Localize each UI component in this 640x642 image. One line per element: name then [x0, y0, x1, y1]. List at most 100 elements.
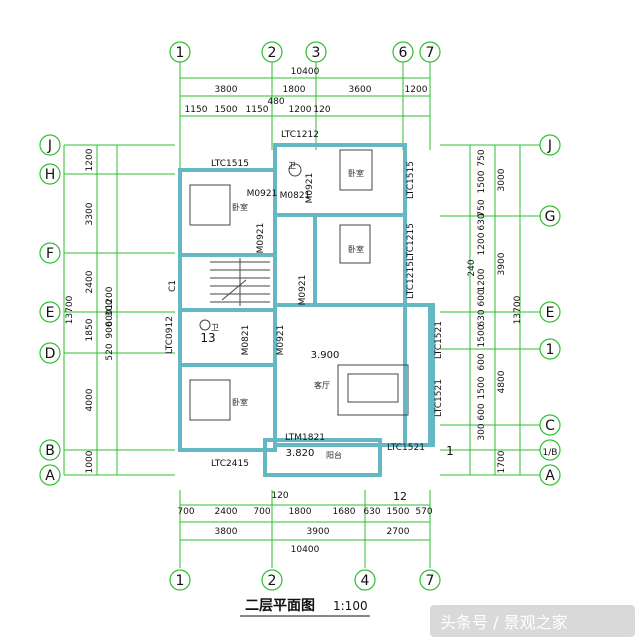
dim-right-total: 13700	[513, 295, 523, 324]
dim-top-row2: 480	[267, 97, 284, 107]
svg-text:A: A	[45, 468, 55, 484]
dim-top-row1: 1800	[283, 85, 306, 95]
watermark-text: 头条号 / 景观之家	[440, 613, 568, 632]
axis-left-E: E	[39, 301, 61, 323]
furniture	[189, 149, 409, 421]
window-label: LTC0912	[165, 316, 175, 354]
dim-right-mid: 3000	[497, 168, 507, 191]
dim-right-mid: 3900	[497, 252, 507, 275]
svg-text:H: H	[45, 167, 56, 183]
door-label: M0821	[280, 191, 311, 201]
svg-text:G: G	[545, 209, 556, 225]
window-label: LTC1212	[281, 130, 319, 140]
axis-top-6: 6	[392, 41, 414, 63]
svg-text:6: 6	[399, 45, 408, 61]
dim-bottom-row1: 700	[253, 507, 270, 517]
svg-text:4: 4	[361, 573, 370, 589]
door-label: M0921	[247, 189, 278, 199]
dim-bottom-total: 10400	[291, 545, 320, 555]
title-scale: 1:100	[333, 599, 368, 613]
dim-right-inner: 600	[477, 353, 487, 370]
svg-text:3: 3	[312, 45, 321, 61]
dim-top-row1: 3600	[349, 85, 372, 95]
marker-label: 1	[446, 444, 454, 458]
dim-left: 900	[105, 321, 115, 338]
dim-left: 520	[105, 343, 115, 360]
axis-left-A: A	[39, 464, 61, 486]
door-label: M0921	[276, 325, 286, 356]
room-label: 阳台	[326, 450, 342, 460]
dim-left: 600	[105, 309, 115, 326]
axis-top-2: 2	[261, 41, 283, 63]
door-label: M0921	[256, 223, 266, 254]
axis-bottom-2: 2	[261, 569, 283, 591]
axis-top-3: 3	[305, 41, 327, 63]
door-label: M0921	[305, 173, 315, 204]
svg-text:7: 7	[426, 573, 435, 589]
window-label: LTC1215	[406, 223, 416, 261]
axis-left-F: F	[39, 242, 61, 264]
axis-left-D: D	[39, 342, 61, 364]
door-label: M0921	[298, 275, 308, 306]
window-label: LTC1521	[434, 379, 444, 417]
watermark: 头条号 / 景观之家	[430, 605, 635, 637]
dim-top-row2: 1200	[289, 105, 312, 115]
axis-right-5: 1/B	[539, 439, 561, 461]
svg-text:E: E	[546, 305, 555, 321]
dim-left: 3300	[85, 202, 95, 225]
window-label: LTC1521	[434, 321, 444, 359]
window-label: LTC1521	[387, 443, 425, 453]
dim-top-row2: 120	[313, 105, 330, 115]
room-label: 卧室	[232, 397, 248, 407]
axis-left-J: J	[39, 134, 61, 156]
svg-text:B: B	[45, 443, 55, 459]
svg-text:1: 1	[176, 45, 185, 61]
dim-left: 1200	[85, 148, 95, 171]
room-label: 客厅	[314, 380, 330, 390]
svg-text:A: A	[545, 468, 555, 484]
svg-text:1: 1	[546, 342, 555, 358]
dim-left: 2400	[85, 270, 95, 293]
dim-bottom-row1: 2400	[215, 507, 238, 517]
dim-right-inner: 750	[477, 199, 487, 216]
dim-top-row2: 1150	[185, 105, 208, 115]
dim-bottom-row2: 3800	[215, 527, 238, 537]
dim-right-inner: 1500	[477, 170, 487, 193]
dim-right-inner: 1200	[477, 268, 487, 291]
dim-right-mid: 4800	[497, 370, 507, 393]
room-label: 卧室	[348, 168, 364, 178]
dim-right-inner: 1200	[477, 232, 487, 255]
svg-text:1/B: 1/B	[543, 448, 558, 458]
staircase	[210, 258, 270, 306]
room-label: 卫	[211, 323, 219, 332]
window-label: LTC1515	[211, 159, 249, 169]
svg-text:2: 2	[268, 573, 277, 589]
axis-bottom-4: 4	[354, 569, 376, 591]
dim-left: 4000	[85, 388, 95, 411]
dim-right-inner: 300	[477, 423, 487, 440]
dim-right-inner: 630	[477, 309, 487, 326]
dim-right-inner: 630	[477, 213, 487, 230]
axis-right-1: G	[539, 205, 561, 227]
room-label: 卫	[288, 161, 296, 170]
svg-text:2: 2	[268, 45, 277, 61]
axis-top-7: 7	[419, 41, 441, 63]
dim-bottom-row1: 1680	[333, 507, 356, 517]
dim-top-row2: 1150	[246, 105, 269, 115]
svg-text:E: E	[46, 305, 55, 321]
axis-left-H: H	[39, 163, 61, 185]
window-label: C1	[168, 280, 178, 292]
svg-text:D: D	[45, 346, 56, 362]
dim-bottom-row2: 2700	[387, 527, 410, 537]
dim-bottom-row1: 120	[271, 491, 288, 501]
dim-right-inner: 1500	[477, 324, 487, 347]
dim-top-row2: 1500	[215, 105, 238, 115]
dim-bottom-row2: 3900	[307, 527, 330, 537]
dim-left: 300	[105, 299, 115, 316]
svg-text:F: F	[46, 246, 54, 262]
svg-text:J: J	[47, 138, 52, 154]
svg-text:C: C	[545, 418, 555, 434]
